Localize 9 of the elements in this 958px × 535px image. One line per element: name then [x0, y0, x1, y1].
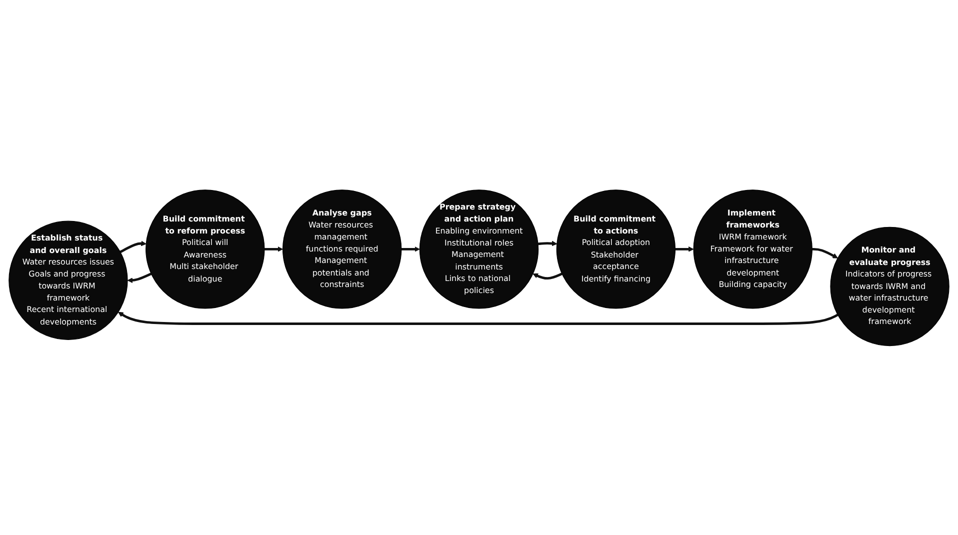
arrow [538, 240, 558, 246]
arrow [118, 312, 838, 325]
arrow [675, 246, 694, 252]
arrow [120, 240, 146, 253]
arrow [532, 272, 562, 280]
arrow [127, 272, 152, 283]
arrow [401, 246, 420, 252]
arrow [812, 248, 838, 258]
arrow [264, 246, 284, 252]
